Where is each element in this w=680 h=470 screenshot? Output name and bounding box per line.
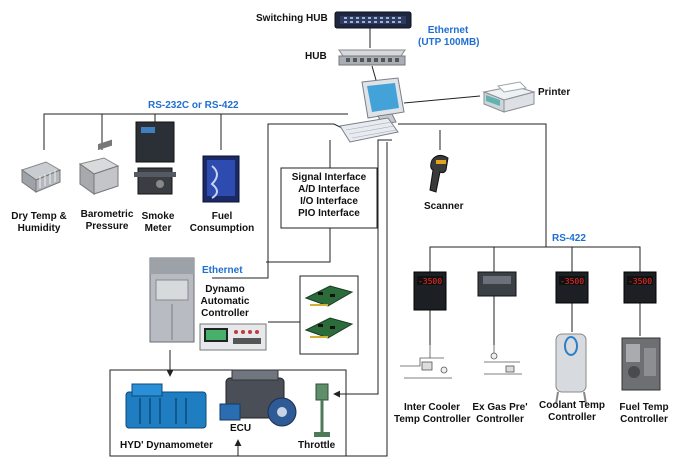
- throttle-icon: [314, 383, 330, 437]
- interface-dynamo-link: [266, 228, 331, 263]
- computer-icon: [339, 77, 405, 143]
- dry-temp-label-1: Dry Temp &: [11, 211, 67, 222]
- rs422-label: RS-422: [552, 233, 586, 244]
- smoke-label-2: Meter: [144, 223, 172, 234]
- interface-line-3: I/O Interface: [300, 196, 358, 207]
- hub-icon: [338, 49, 406, 66]
- interface-cards-icon: [304, 285, 354, 339]
- rs422-bus: [429, 246, 641, 272]
- svg-text:-3500: -3500: [418, 277, 442, 286]
- fuel-consumption-icon: [202, 155, 240, 203]
- coolant-tank-icon: [555, 333, 587, 405]
- controller-coolant: -3500: [555, 271, 589, 304]
- dry-temp-humidity-icon: [20, 161, 62, 193]
- inter-cooler-schematic-icon: [400, 345, 452, 379]
- controller-fuel-temp: -3500: [623, 271, 657, 304]
- barometric-pressure-icon: [78, 139, 120, 195]
- exgas-schematic-icon: [484, 345, 522, 375]
- dynamo-cabinet-icon: [149, 257, 195, 343]
- rs232-bus: [43, 113, 348, 150]
- inter-cooler-label-2: Temp Controller: [394, 414, 471, 425]
- engine-box: [109, 369, 347, 457]
- switching-hub-icon: [334, 11, 412, 29]
- rs232-label: RS-232C or RS-422: [148, 100, 239, 111]
- barometric-label-2: Pressure: [85, 221, 129, 232]
- barometric-label-1: Barometric: [80, 209, 134, 220]
- engine-icon: [219, 369, 297, 427]
- svg-text:-3500: -3500: [628, 277, 652, 286]
- coolant-label-2: Controller: [548, 412, 596, 423]
- dynamo-label-2: Automatic: [200, 296, 250, 307]
- dynamometer-icon: [125, 383, 207, 429]
- dynamo-controller-panel-icon: [199, 323, 267, 351]
- exgas-label-1: Ex Gas Pre': [472, 402, 528, 413]
- dry-temp-label-2: Humidity: [17, 223, 61, 234]
- fuel-temp-label-2: Controller: [620, 414, 668, 425]
- controller-exgas: [477, 271, 517, 297]
- pc-rs422-trunk: [398, 123, 547, 247]
- connection-lines: [43, 28, 641, 457]
- interface-line-4: PIO Interface: [298, 208, 360, 219]
- interface-line-2: A/D Interface: [298, 184, 360, 195]
- smoke-meter-icon: [134, 121, 176, 195]
- fuel-temp-label-1: Fuel Temp: [619, 402, 669, 413]
- ecu-label: ECU: [230, 423, 252, 434]
- interface-line-1: Signal Interface: [291, 172, 367, 183]
- ethernet-label: Ethernet: [427, 25, 469, 36]
- hub-pc-link: [371, 65, 377, 81]
- ethernet-spec-label: (UTP 100MB): [418, 37, 480, 48]
- switching-hub-label: Switching HUB: [256, 13, 328, 24]
- scanner-icon: [429, 154, 449, 193]
- fuel-label-2: Consumption: [189, 223, 255, 234]
- coolant-label-1: Coolant Temp: [539, 400, 605, 411]
- scanner-label: Scanner: [424, 201, 464, 212]
- fuel-temp-rig-icon: [621, 337, 661, 391]
- ethernet2-label: Ethernet: [202, 265, 243, 276]
- fuel-label-1: Fuel: [211, 211, 233, 222]
- printer-icon: [482, 81, 536, 113]
- dynamo-label-3: Controller: [201, 308, 249, 319]
- interface-box: [280, 167, 378, 229]
- throttle-label: Throttle: [298, 440, 336, 451]
- exgas-label-2: Controller: [476, 414, 524, 425]
- dynamometer-label: HYD' Dynamometer: [120, 440, 213, 451]
- controller-inter-cooler: -3500: [413, 271, 447, 311]
- inter-cooler-label-1: Inter Cooler: [403, 402, 461, 413]
- hub-label: HUB: [305, 51, 327, 62]
- printer-link: [403, 95, 481, 104]
- smoke-label-1: Smoke: [141, 211, 175, 222]
- printer-label: Printer: [538, 87, 571, 98]
- pc-throttle-link: [358, 139, 392, 395]
- ethernet-dynamo-link: [212, 123, 343, 279]
- dynamo-label-1: Dynamo: [205, 284, 245, 295]
- svg-text:-3500: -3500: [560, 277, 584, 286]
